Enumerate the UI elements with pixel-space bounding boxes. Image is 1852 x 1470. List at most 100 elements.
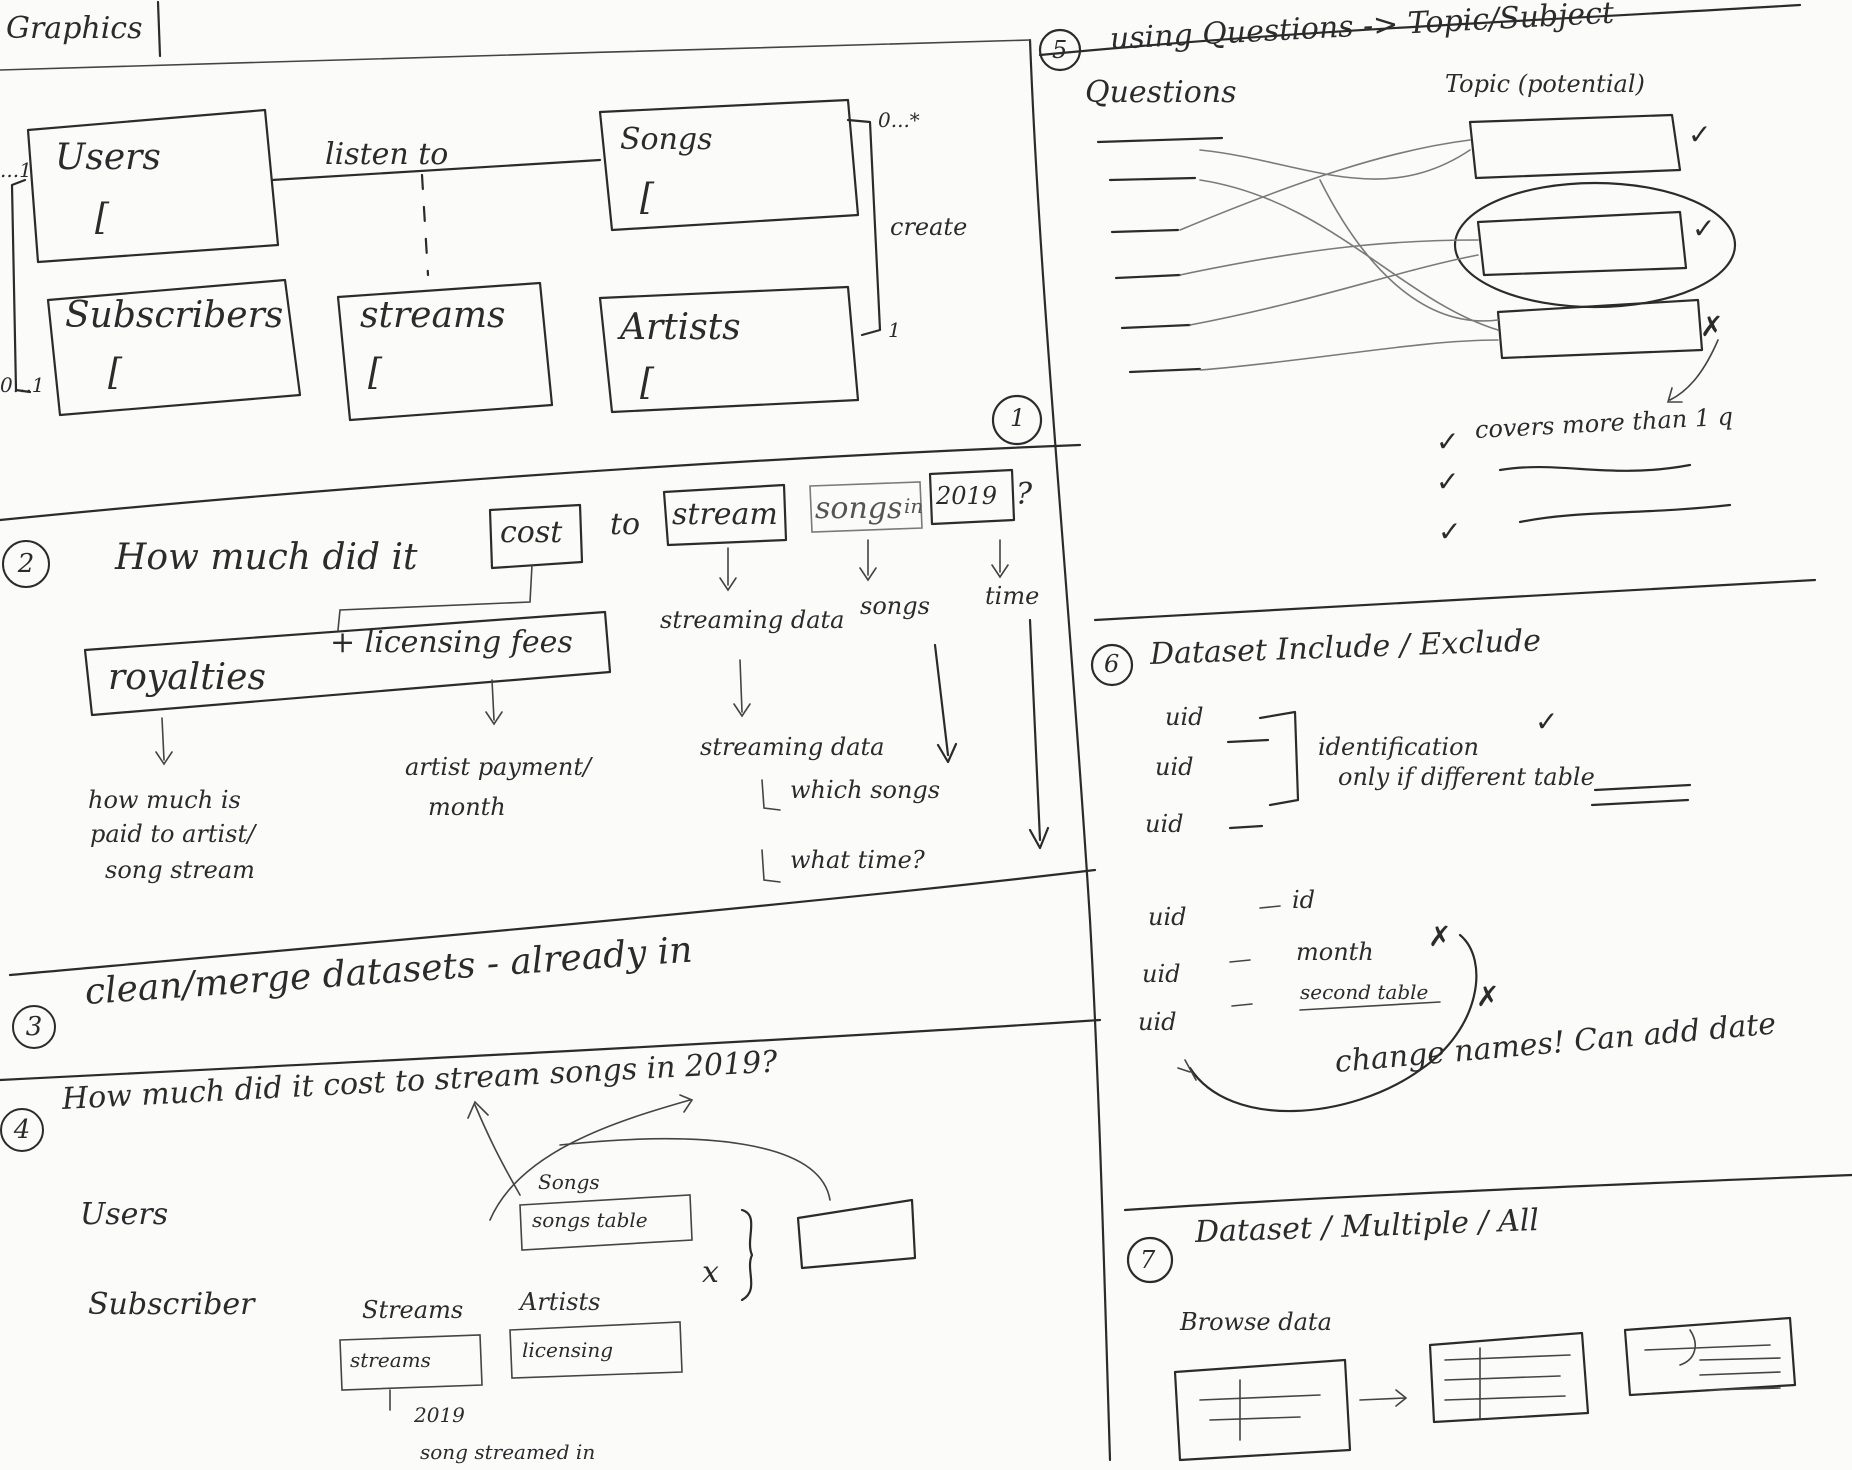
- question-stream: stream: [672, 497, 778, 532]
- uid-bracket: [1258, 710, 1300, 807]
- streams-label: streams: [360, 295, 506, 336]
- listen-to-label: listen to: [325, 137, 449, 172]
- number-5-circle: [1038, 28, 1082, 72]
- question-cost: cost: [500, 515, 563, 550]
- graphics-tab-line: [156, 0, 162, 58]
- arrow-stream: [719, 547, 737, 592]
- q-line-4: [1114, 273, 1182, 280]
- q-line-5: [1120, 323, 1192, 330]
- topic-2-highlight: [1453, 181, 1737, 309]
- id-label: id: [1292, 886, 1316, 914]
- q4-song-streamed: song streamed in: [420, 1440, 596, 1464]
- browse-inner-2: [1444, 1347, 1571, 1419]
- link-5: [1189, 254, 1479, 326]
- time-label: time: [985, 582, 1040, 610]
- graphics-label: Graphics: [6, 11, 143, 46]
- songs-bracket: [: [640, 177, 655, 218]
- topic-column-label: Topic (potential): [1445, 70, 1645, 98]
- uid-3: uid: [1145, 810, 1184, 838]
- streaming-note-3: what time?: [790, 846, 925, 874]
- section-4-number: 4: [0, 1108, 44, 1152]
- streaming-data-label: streaming data: [660, 606, 845, 634]
- check-identification: ✓: [1535, 705, 1559, 738]
- q4-songs-label: Songs: [538, 1170, 600, 1194]
- topic-box-2: [1476, 210, 1688, 277]
- subscribers-label: Subscribers: [65, 295, 284, 336]
- left-bracket-users: [10, 178, 32, 394]
- arrow-time-long: [1028, 618, 1050, 850]
- create-label: create: [890, 213, 968, 241]
- check-line-2: ✓: [1436, 465, 1460, 498]
- songs-sub-label: songs: [860, 592, 930, 620]
- questions-column-label: Questions: [1085, 75, 1237, 110]
- divider-section-3-4: [0, 1018, 1102, 1082]
- users-box: [26, 108, 280, 264]
- streams-box: [336, 281, 554, 422]
- q4-subscriber-label: Subscriber: [88, 1287, 255, 1322]
- arrow-change: [1177, 1059, 1197, 1081]
- arrow-time: [991, 539, 1009, 579]
- uid-dash-c: [1231, 1003, 1253, 1007]
- artists-box: [598, 285, 860, 414]
- arc-to-stream: [489, 1094, 694, 1221]
- uid-2: uid: [1155, 753, 1194, 781]
- only-if-label: only if different table: [1338, 763, 1595, 791]
- subscribers-box: [46, 278, 302, 417]
- q-line-3: [1110, 228, 1180, 234]
- songs-item-box: [519, 1194, 693, 1251]
- question-in: in: [904, 494, 924, 518]
- uid-5: uid: [1142, 960, 1181, 988]
- section-3-number: 3: [12, 1005, 56, 1049]
- cross-topic-3: ✗: [1700, 310, 1724, 343]
- divider-right-6-7: [1123, 1173, 1852, 1212]
- browse-box-3: [1623, 1316, 1797, 1397]
- royalties-box: [83, 610, 612, 717]
- royalties-note-2: paid to artist/: [90, 820, 256, 848]
- year-box: [928, 468, 1016, 526]
- topic-box-1: [1468, 113, 1682, 180]
- arrow-covers: [1666, 339, 1719, 403]
- arrow-to-cost: [467, 1100, 521, 1196]
- underline-line-2: [1498, 463, 1692, 472]
- songs-box: [598, 98, 860, 232]
- licensing-label: + licensing fees: [330, 625, 573, 660]
- licensing-note-2: month: [428, 793, 506, 821]
- cardinality-left-bottom: 0...1: [0, 373, 45, 397]
- q-line-1: [1096, 136, 1224, 144]
- second-table-label: second table: [1300, 980, 1429, 1004]
- q4-songs-item: songs table: [532, 1208, 648, 1232]
- browse-arrow: [1359, 1389, 1408, 1407]
- link-6: [1199, 339, 1499, 371]
- result-box: [796, 1198, 917, 1270]
- hook-what: [761, 849, 781, 883]
- table-underline-2: [1590, 798, 1690, 807]
- songs-label: Songs: [620, 122, 713, 157]
- stream-box: [662, 483, 788, 547]
- arc-result: [559, 1138, 831, 1201]
- streams-bracket: [: [368, 352, 383, 393]
- second-table-underline: [1299, 1001, 1441, 1011]
- table-underline-1: [1593, 783, 1692, 792]
- underline-line-3: [1518, 503, 1732, 524]
- browse-box-2: [1428, 1331, 1590, 1424]
- check-topic-1: ✓: [1688, 118, 1712, 151]
- streaming-note-2: which songs: [790, 776, 941, 804]
- create-bracket: [846, 118, 882, 337]
- users-bracket: [: [95, 197, 110, 238]
- link-4: [1179, 239, 1479, 276]
- browse-inner-1: [1199, 1379, 1321, 1441]
- divider-section-1-2: [0, 443, 1082, 522]
- q4-year: 2019: [414, 1403, 465, 1427]
- cardinality-bottom-right: 1: [888, 318, 901, 342]
- royalties-label: royalties: [108, 657, 266, 698]
- number-6-circle: [1090, 643, 1134, 687]
- subscribers-bracket: [: [108, 352, 123, 393]
- arrow-licensing-down: [485, 679, 503, 726]
- licensing-note-1: artist payment/: [405, 753, 592, 781]
- q-line-2: [1108, 176, 1197, 182]
- q4-x-mark: x: [702, 1255, 719, 1290]
- uid-dash-3: [1228, 824, 1264, 830]
- arrow-songs-long: [933, 643, 958, 764]
- question-songs: songs: [815, 491, 903, 526]
